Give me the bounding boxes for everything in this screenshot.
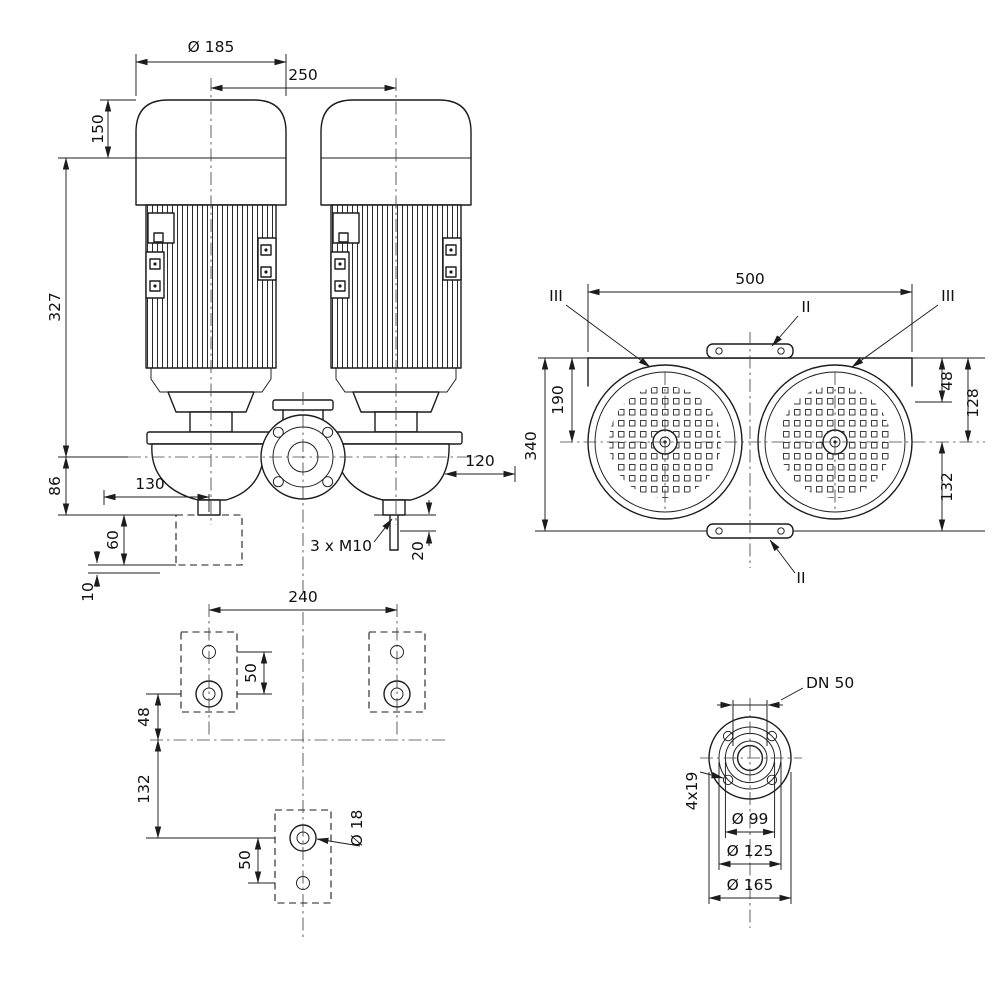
dim-120: 120 xyxy=(465,452,495,470)
flange-dimension-lines xyxy=(699,687,804,904)
label-dn50: DN 50 xyxy=(806,674,854,692)
dim-48-side: 48 xyxy=(938,371,956,391)
flange-view: DN 50 4x19 Ø 99 Ø 125 Ø 165 xyxy=(683,674,854,928)
flange-centerlines xyxy=(700,698,802,928)
side-centerlines xyxy=(560,332,985,568)
dim-500: 500 xyxy=(735,270,765,288)
dim-130: 130 xyxy=(135,475,165,493)
dim-dia-125: Ø 125 xyxy=(727,842,774,860)
section-label-ii-top: II xyxy=(801,298,810,316)
dim-hole-diameter: Ø 18 xyxy=(348,810,366,847)
dim-132-side: 132 xyxy=(938,472,956,502)
dim-motor-pitch: 250 xyxy=(288,66,318,84)
dim-86: 86 xyxy=(46,476,64,496)
dim-240: 240 xyxy=(288,588,318,606)
dim-50-upper: 50 xyxy=(242,663,260,683)
dim-190: 190 xyxy=(549,385,567,415)
foundation-and-bolt xyxy=(175,514,436,566)
section-label-iii-left: III xyxy=(549,287,563,305)
bolt-holes-note: 4x19 xyxy=(683,772,701,811)
plan-view: 240 50 48 132 50 Ø 18 xyxy=(135,588,445,940)
dim-150: 150 xyxy=(89,114,107,144)
dim-327: 327 xyxy=(46,292,64,322)
front-centerlines xyxy=(128,78,482,592)
section-label-iii-right: III xyxy=(941,287,955,305)
dim-10: 10 xyxy=(79,582,97,602)
dim-motor-diameter: Ø 185 xyxy=(188,38,235,56)
dim-dia-99: Ø 99 xyxy=(732,810,769,828)
side-view: 500 III III II II 190 340 48 128 132 xyxy=(522,270,985,587)
dim-50-lower: 50 xyxy=(236,850,254,870)
dim-132-plan: 132 xyxy=(135,774,153,804)
dim-340: 340 xyxy=(522,431,540,461)
side-dimension-lines xyxy=(535,284,985,574)
dim-60: 60 xyxy=(104,530,122,550)
section-label-ii-bottom: II xyxy=(796,569,805,587)
plan-dimension-lines xyxy=(146,606,398,884)
front-view: Ø 185 250 150 327 86 130 120 60 10 20 3 … xyxy=(46,38,516,602)
plan-centerlines xyxy=(150,604,445,940)
anchor-bolt-note: 3 x M10 xyxy=(310,537,372,555)
front-dimension-lines xyxy=(58,54,516,587)
dim-48-plan: 48 xyxy=(135,707,153,727)
dim-20: 20 xyxy=(409,541,427,561)
fan-grille-right xyxy=(757,364,913,520)
dim-dia-165: Ø 165 xyxy=(727,876,774,894)
dim-128: 128 xyxy=(964,388,982,418)
